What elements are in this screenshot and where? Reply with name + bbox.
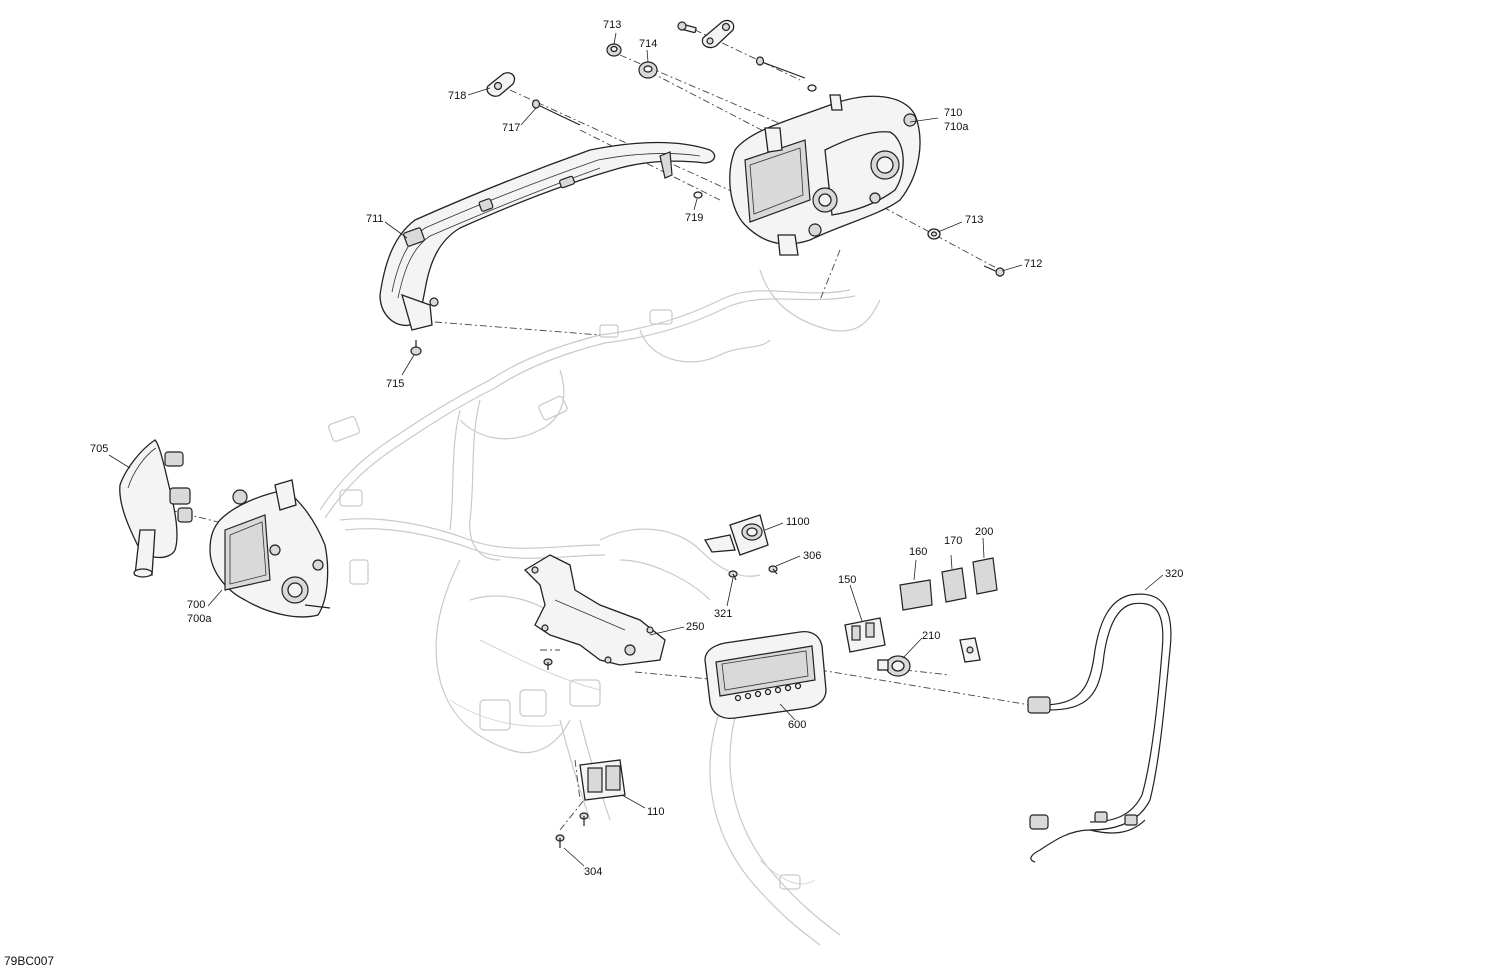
part-712-screw <box>983 265 1005 277</box>
part-600-instrument-cluster <box>704 630 827 720</box>
callout-160: 160 <box>909 546 927 558</box>
part-713-washer-right <box>927 228 941 240</box>
part-170-plug <box>941 567 967 603</box>
part-719-washer <box>693 191 703 199</box>
part-200-plug <box>972 557 998 595</box>
part-ignition-switch <box>877 655 911 677</box>
callout-600: 600 <box>788 719 806 731</box>
callout-170: 170 <box>944 535 962 547</box>
callout-713-top: 713 <box>603 19 621 31</box>
part-705-housing <box>119 439 193 578</box>
callout-150: 150 <box>838 574 856 586</box>
callout-labels: 713 714 718 717 710 710a 711 719 713 712… <box>90 19 1183 878</box>
part-210-connector <box>959 637 981 663</box>
callout-110: 110 <box>647 806 665 818</box>
callout-705: 705 <box>90 443 108 455</box>
leader-lines <box>108 32 1164 867</box>
part-screws-110 <box>555 812 589 848</box>
callout-321: 321 <box>714 608 732 620</box>
callout-718: 718 <box>448 90 466 102</box>
callout-200: 200 <box>975 526 993 538</box>
part-screw-center <box>543 658 553 670</box>
part-320-harness <box>1027 593 1172 863</box>
part-717-bolt <box>531 99 581 126</box>
callout-700: 700 <box>187 599 205 611</box>
part-160-plug <box>899 579 933 611</box>
part-306-screw <box>768 565 778 575</box>
part-700-headlight <box>209 479 331 618</box>
part-713-washer-top <box>606 43 622 57</box>
callout-210: 210 <box>922 630 940 642</box>
part-long-bolt <box>755 56 817 92</box>
part-714-nut <box>638 61 658 79</box>
callout-713-right: 713 <box>965 214 983 226</box>
callout-320: 320 <box>1165 568 1183 580</box>
cluster-buttons <box>734 682 802 702</box>
part-321-screw <box>728 570 738 581</box>
part-710-headlight <box>729 94 921 256</box>
callout-710a: 710a <box>944 121 969 133</box>
part-150-switch <box>844 617 886 653</box>
callout-714: 714 <box>639 38 657 50</box>
callout-717: 717 <box>502 122 520 134</box>
part-711-light-bar <box>379 141 716 331</box>
diagram-reference-code: 79BC007 <box>4 954 54 968</box>
part-718-grommet <box>486 72 516 97</box>
part-715-screw <box>410 297 439 356</box>
callout-715: 715 <box>386 378 404 390</box>
callout-711: 711 <box>366 213 384 225</box>
callout-712: 712 <box>1024 258 1042 270</box>
callout-1100: 1100 <box>786 516 810 528</box>
part-link-bracket <box>701 19 735 49</box>
background-frame-ghost <box>319 269 881 946</box>
callout-700a: 700a <box>187 613 212 625</box>
part-1100-power-socket <box>703 514 769 556</box>
callout-250: 250 <box>686 621 704 633</box>
part-110-switch <box>579 759 626 801</box>
callout-304: 304 <box>584 866 602 878</box>
callout-719: 719 <box>685 212 703 224</box>
part-screw-top <box>677 21 697 34</box>
callout-710: 710 <box>944 107 962 119</box>
callout-306: 306 <box>803 550 821 562</box>
part-250-bracket <box>523 554 666 666</box>
